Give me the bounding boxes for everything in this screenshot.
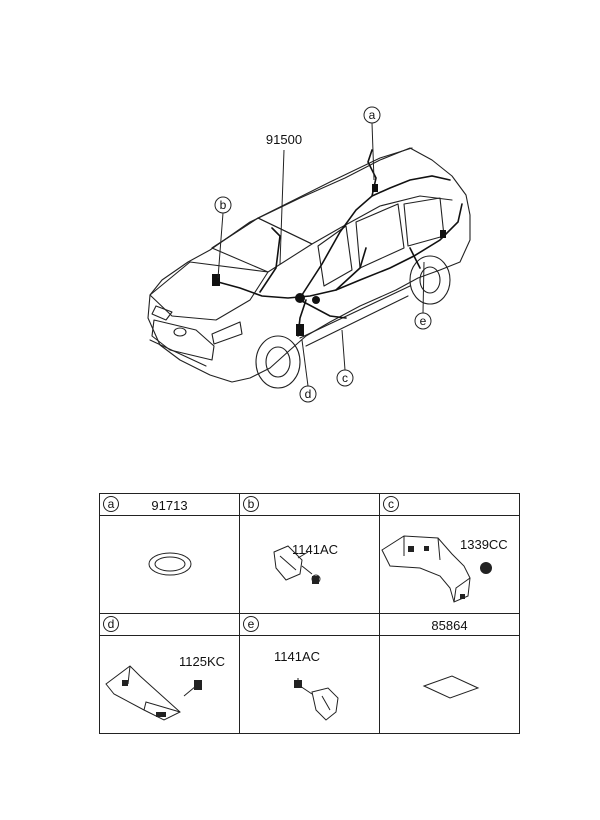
front-wheel	[255, 335, 301, 389]
hood	[149, 261, 269, 321]
side-window-front	[317, 225, 353, 287]
cell-header: 85864	[380, 614, 519, 636]
parts-table: a 91713 b 1141AC c	[99, 493, 520, 734]
grommet-drawing	[148, 552, 192, 576]
callout-e-letter: e	[420, 314, 427, 328]
rear-wheel	[409, 255, 451, 305]
roof-line	[211, 147, 413, 249]
bracket-bolt-drawing-b	[273, 545, 321, 584]
nut-part-label: 1339CC	[460, 537, 508, 552]
callout-d-letter: d	[305, 387, 312, 401]
parts-cell-b: b 1141AC	[240, 494, 379, 613]
callout-a-letter: a	[369, 108, 376, 122]
cell-letter: d	[103, 616, 119, 632]
cell-letter: b	[243, 496, 259, 512]
front-grille	[151, 319, 215, 361]
side-window-rear	[355, 203, 405, 269]
cell-letter: a	[103, 496, 119, 512]
protector-bracket-drawing-c	[381, 535, 492, 603]
cell-header: d	[100, 614, 239, 636]
screw-part-label: 1125KC	[179, 654, 226, 669]
windshield	[211, 217, 313, 273]
wiring-harness-main	[217, 203, 463, 299]
pad-drawing	[422, 675, 480, 699]
bolt-part-label-e: 1141AC	[274, 649, 321, 664]
parts-cell-pad: 85864	[380, 614, 519, 733]
cell-header: b	[240, 494, 379, 516]
parts-cell-e: e 1141AC	[240, 614, 379, 733]
cell-part-code: 85864	[431, 618, 468, 633]
bracket-drawing-d	[105, 665, 202, 721]
callout-b-letter: b	[220, 198, 227, 212]
car-body-outline	[147, 147, 471, 383]
bracket-bolt-drawing-e	[294, 678, 339, 721]
cell-header: e	[240, 614, 379, 636]
parts-cell-c: c 1339CC	[380, 494, 519, 613]
cell-header: a 91713	[100, 494, 239, 516]
parts-cell-d: d 1125KC	[100, 614, 239, 733]
callout-c-letter: c	[342, 371, 348, 385]
cell-header: c	[380, 494, 519, 516]
cell-letter: e	[243, 616, 259, 632]
main-harness-label: 91500	[266, 132, 302, 147]
cell-part-code: 91713	[151, 498, 188, 513]
vehicle-wiring-diagram: 91500 a b c d e	[147, 106, 471, 403]
parts-cell-a: a 91713	[100, 494, 239, 613]
bolt-part-label: 1141AC	[292, 542, 339, 557]
headlight-right	[211, 321, 243, 345]
cell-letter: c	[383, 496, 399, 512]
headlight-left	[151, 305, 173, 321]
